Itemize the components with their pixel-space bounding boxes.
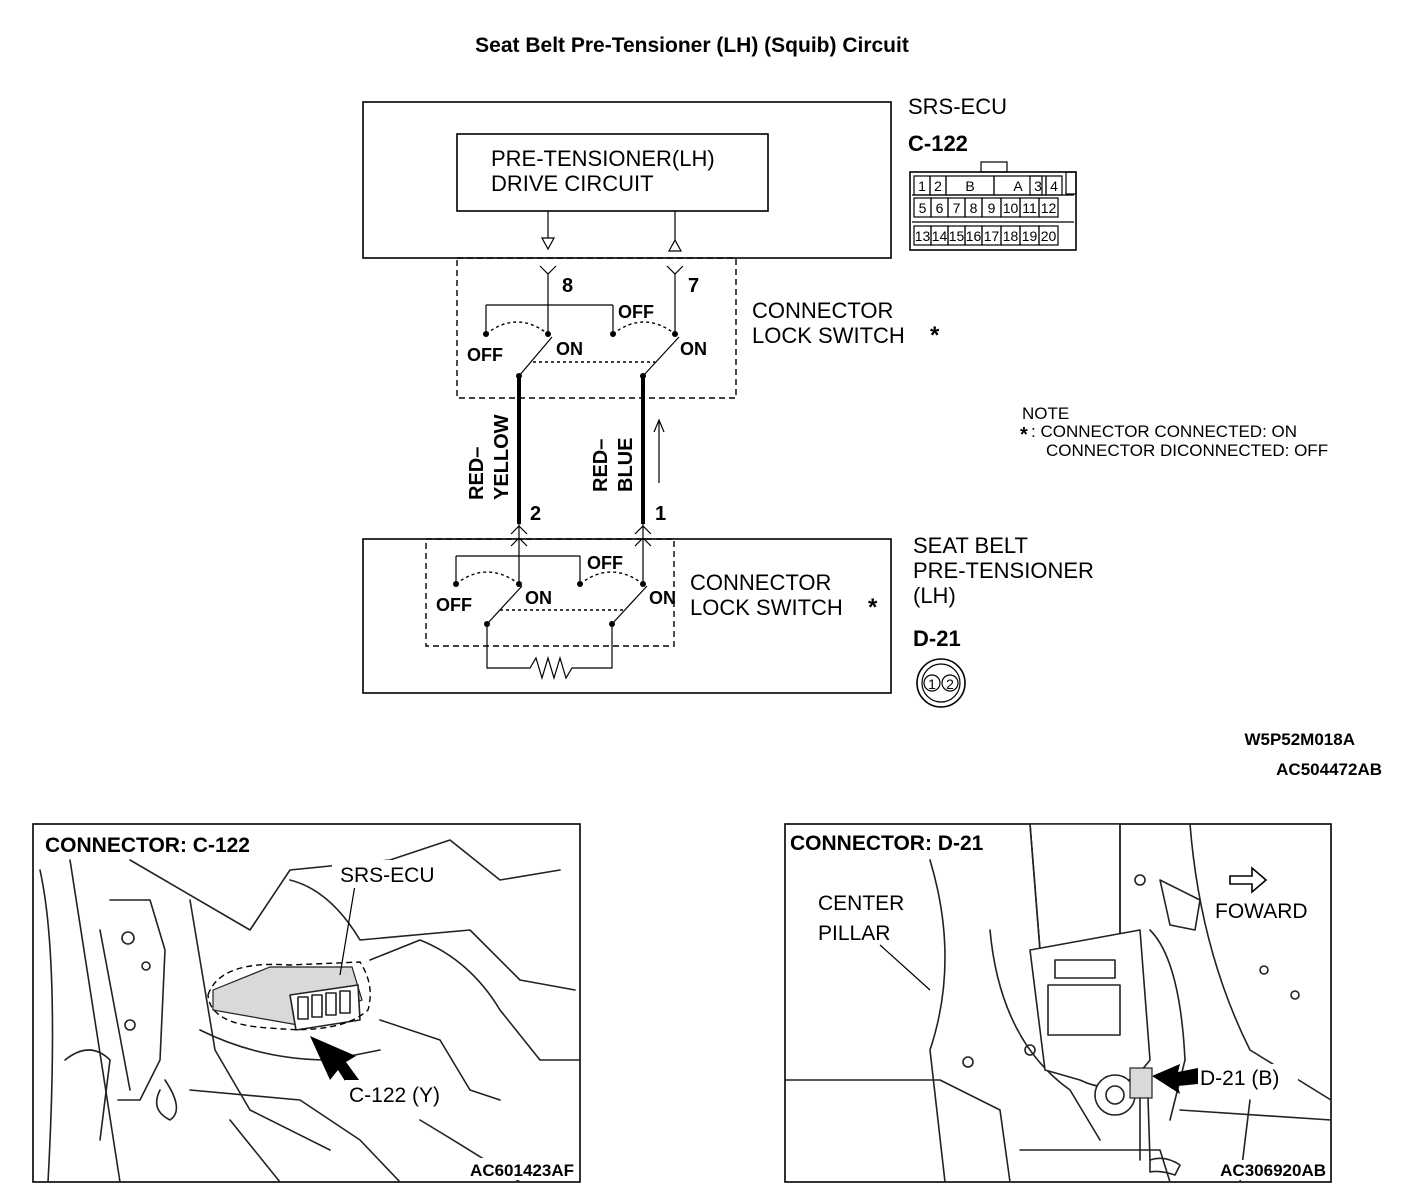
photo-left-connector-label: C-122 (Y) [349, 1084, 440, 1107]
photo-right-ref: AC306920AB [1220, 1161, 1326, 1180]
lower-off-label-left: OFF [436, 595, 472, 615]
squib-resistor-icon [486, 624, 613, 681]
c122-pin-label: 2 [934, 178, 942, 194]
c122-pin-label: 11 [1022, 200, 1037, 216]
photo-left-ecu-label: SRS-ECU [340, 864, 435, 887]
photo-right-forward-label: FOWARD [1215, 900, 1308, 923]
c122-pin-cell [1038, 197, 1059, 218]
upper-on-label-right: ON [680, 339, 707, 359]
output-triangle-icon [540, 237, 556, 251]
c122-pin-label: 16 [966, 228, 982, 244]
c122-pin-label: 9 [988, 200, 996, 216]
connector-c122-photo: CONNECTOR: C-122 SRS-ECU C-122 (Y) AC601… [32, 823, 581, 1183]
wire-right-color-2: BLUE [615, 438, 637, 492]
diagram-reference: AC504472AB [1276, 760, 1382, 779]
c122-pin-label: 6 [936, 200, 944, 216]
lower-on-label-right: ON [649, 588, 676, 608]
c122-location-arrow-icon [310, 1036, 362, 1092]
photo-right-connector-label: D-21 (B) [1200, 1067, 1279, 1090]
c122-pin-label: 7 [953, 200, 961, 216]
wire-left-color-2: YELLOW [491, 414, 513, 500]
current-direction-arrow-icon [653, 418, 665, 483]
c122-pin-label: 15 [949, 228, 965, 244]
c122-pin-label: 19 [1022, 228, 1038, 244]
lower-asterisk: * [868, 594, 878, 621]
pretensioner-connector-lock-area [425, 538, 675, 647]
c122-pin-label: 12 [1041, 200, 1057, 216]
upper-off-label-left: OFF [467, 345, 503, 365]
c122-connector-face-icon [909, 161, 1077, 251]
photo-right-pillar-1: CENTER [818, 892, 904, 915]
upper-lock-switch-left [483, 292, 553, 379]
upper-lock-switch-label-2: LOCK SWITCH [752, 323, 905, 348]
ecu-terminal-7-icon [666, 265, 684, 292]
c122-pin-label: 17 [984, 228, 1000, 244]
c122-pin-label: 5 [919, 200, 927, 216]
c122-pin-label: 20 [1041, 228, 1057, 244]
pretensioner-name-3: (LH) [913, 583, 956, 608]
upper-lock-switch-label-1: CONNECTOR [752, 298, 893, 323]
pretensioner-connector-id: D-21 [913, 626, 961, 651]
photo-right-pillar-2: PILLAR [818, 922, 890, 945]
input-triangle-icon [667, 238, 683, 252]
c122-pin-label: 4 [1050, 178, 1058, 194]
upper-lock-switch-right [548, 292, 680, 379]
c122-pin-label: 14 [932, 228, 948, 244]
upper-off-label-right: OFF [618, 302, 654, 322]
lower-off-label-right: OFF [587, 553, 623, 573]
pretensioner-terminal-1-label: 1 [655, 503, 666, 525]
c122-pin-label: 8 [970, 200, 978, 216]
c122-pin-cell [1038, 225, 1059, 246]
d21-pin-2: 2 [946, 676, 954, 692]
pretensioner-terminal-2-icon [510, 524, 528, 584]
diagram-title: Seat Belt Pre-Tensioner (LH) (Squib) Cir… [475, 34, 909, 57]
wire-left-color-1: RED– [466, 447, 488, 500]
lower-lock-switch-right [519, 555, 648, 627]
connector-d21-photo: CONNECTOR: D-21 CENTER PILLAR FOWARD D-2… [784, 823, 1332, 1183]
lower-lock-switch-label-1: CONNECTOR [690, 570, 831, 595]
lower-lock-switch-left [453, 555, 523, 627]
lower-on-label-left: ON [525, 588, 552, 608]
d21-connector-face-icon: 1 2 [916, 658, 966, 708]
ecu-connector-id: C-122 [908, 131, 968, 156]
c122-pin-label: 13 [915, 228, 931, 244]
drive-circuit-label-1: PRE-TENSIONER(LH) [491, 146, 715, 171]
note-line-2: CONNECTOR DICONNECTED: OFF [1046, 441, 1328, 460]
pretensioner-terminal-1-icon [634, 524, 652, 584]
note-asterisk: * [1020, 424, 1028, 446]
d21-pin-1: 1 [928, 676, 936, 692]
ecu-name-label: SRS-ECU [908, 94, 1007, 119]
forward-direction-icon [1229, 866, 1268, 894]
drive-circuit-box [456, 133, 769, 212]
pretensioner-name-1: SEAT BELT [913, 533, 1028, 558]
note-heading: NOTE [1022, 404, 1069, 423]
ecu-terminal-7-label: 7 [688, 275, 699, 297]
ecu-terminal-8-label: 8 [562, 275, 573, 297]
pretensioner-name-2: PRE-TENSIONER [913, 558, 1094, 583]
c122-pin-label: 1 [918, 178, 926, 194]
wire-right-color-1: RED– [590, 439, 612, 492]
c122-pin-label: B [965, 178, 974, 194]
drive-circuit-label-2: DRIVE CIRCUIT [491, 171, 654, 196]
c122-pin-label: A [1013, 178, 1023, 194]
photo-left-title: CONNECTOR: C-122 [45, 834, 250, 857]
c122-pin-label: 10 [1003, 200, 1019, 216]
photo-right-title: CONNECTOR: D-21 [790, 832, 984, 855]
c122-pin-label: 3 [1034, 178, 1042, 194]
diagram-code: W5P52M018A [1244, 730, 1355, 749]
c122-pin-label: 18 [1003, 228, 1019, 244]
photo-left-ref: AC601423AF [470, 1161, 574, 1180]
ecu-terminal-8-icon [539, 265, 557, 292]
upper-on-label-left: ON [556, 339, 583, 359]
lower-lock-switch-label-2: LOCK SWITCH [690, 595, 843, 620]
d21-location-arrow-icon [1152, 1064, 1198, 1094]
upper-asterisk: * [930, 322, 940, 349]
pretensioner-terminal-2-label: 2 [530, 503, 541, 525]
note-line-1: : CONNECTOR CONNECTED: ON [1031, 422, 1297, 441]
